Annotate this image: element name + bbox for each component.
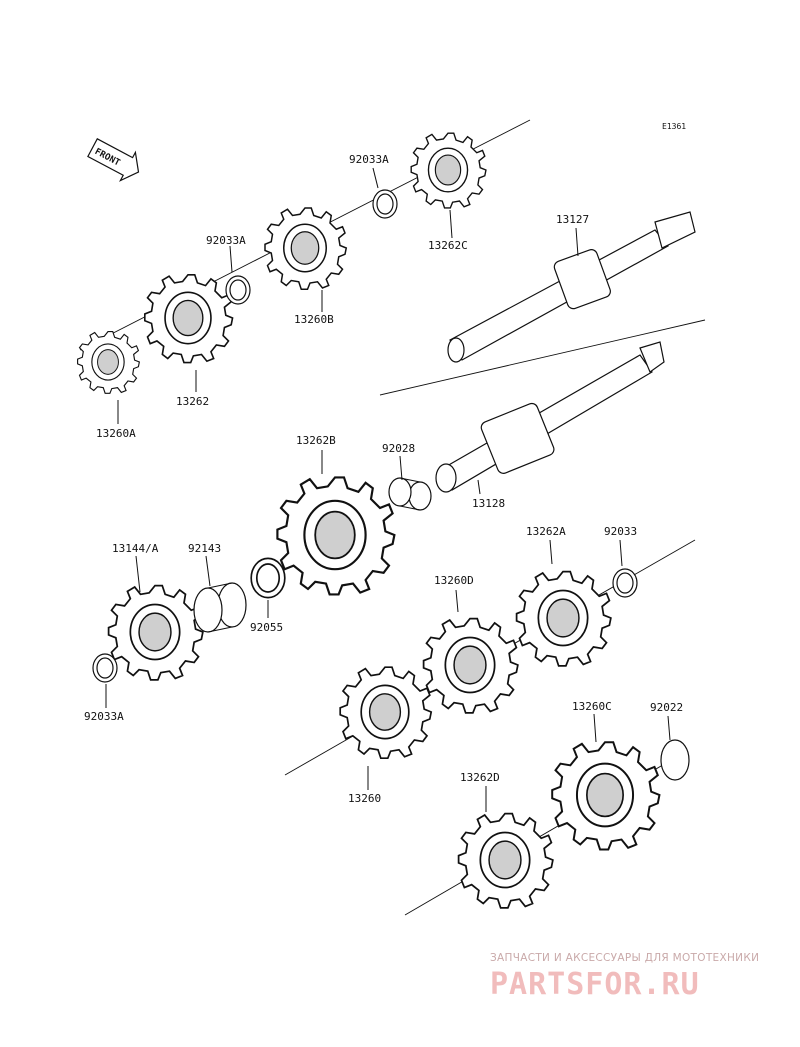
sprocket-13144A	[107, 584, 204, 681]
label-13260A: 13260A	[96, 427, 136, 440]
label-13262D: 13262D	[460, 771, 500, 784]
gear-13260	[339, 666, 433, 760]
label-92033: 92033	[604, 525, 637, 538]
circlip-92033A-mid	[225, 275, 251, 305]
gear-13262C	[410, 132, 487, 209]
label-92033A-bot: 92033A	[84, 710, 124, 723]
label-13144A: 13144/A	[112, 542, 159, 555]
label-13260: 13260	[348, 792, 381, 805]
label-13127: 13127	[556, 213, 589, 226]
gear-13260D	[422, 617, 519, 714]
gear-13262A	[515, 570, 612, 667]
label-92055: 92055	[250, 621, 283, 634]
label-13260C: 13260C	[572, 700, 612, 713]
label-13128: 13128	[472, 497, 505, 510]
circlip-92033	[612, 568, 638, 598]
gear-13260A	[77, 331, 140, 394]
input-shaft-13127	[447, 211, 696, 363]
washer-92022	[660, 739, 690, 781]
diagram-code: E1361	[662, 122, 686, 131]
label-13262A: 13262A	[526, 525, 566, 538]
label-92033A-mid: 92033A	[206, 234, 246, 247]
watermark-brand: PARTSFOR.RU	[490, 967, 700, 1002]
watermark-subtitle: ЗАПЧАСТИ И АКСЕССУАРЫ ДЛЯ МОТОТЕХНИКИ	[490, 952, 759, 964]
label-92143: 92143	[188, 542, 221, 555]
gear-13262B	[276, 476, 396, 596]
bushing-92028	[388, 477, 432, 511]
gear-13262	[143, 273, 234, 364]
label-92022: 92022	[650, 701, 683, 714]
o-ring-92055	[250, 557, 286, 599]
label-13260D: 13260D	[434, 574, 474, 587]
label-13262: 13262	[176, 395, 209, 408]
input-shaft-axis	[379, 319, 706, 396]
label-13262C: 13262C	[428, 239, 468, 252]
gear-13262D	[457, 812, 554, 909]
output-shaft-13128	[435, 341, 665, 493]
label-92028: 92028	[382, 442, 415, 455]
circlip-92033A-top	[372, 189, 398, 219]
front-arrow-icon: FRONT	[87, 138, 140, 182]
collar-92143	[193, 582, 247, 633]
gear-13260C	[551, 741, 661, 851]
circlip-92033A-bot	[92, 653, 118, 683]
label-13260B: 13260B	[294, 313, 334, 326]
label-13262B: 13262B	[296, 434, 336, 447]
label-92033A-top: 92033A	[349, 153, 389, 166]
